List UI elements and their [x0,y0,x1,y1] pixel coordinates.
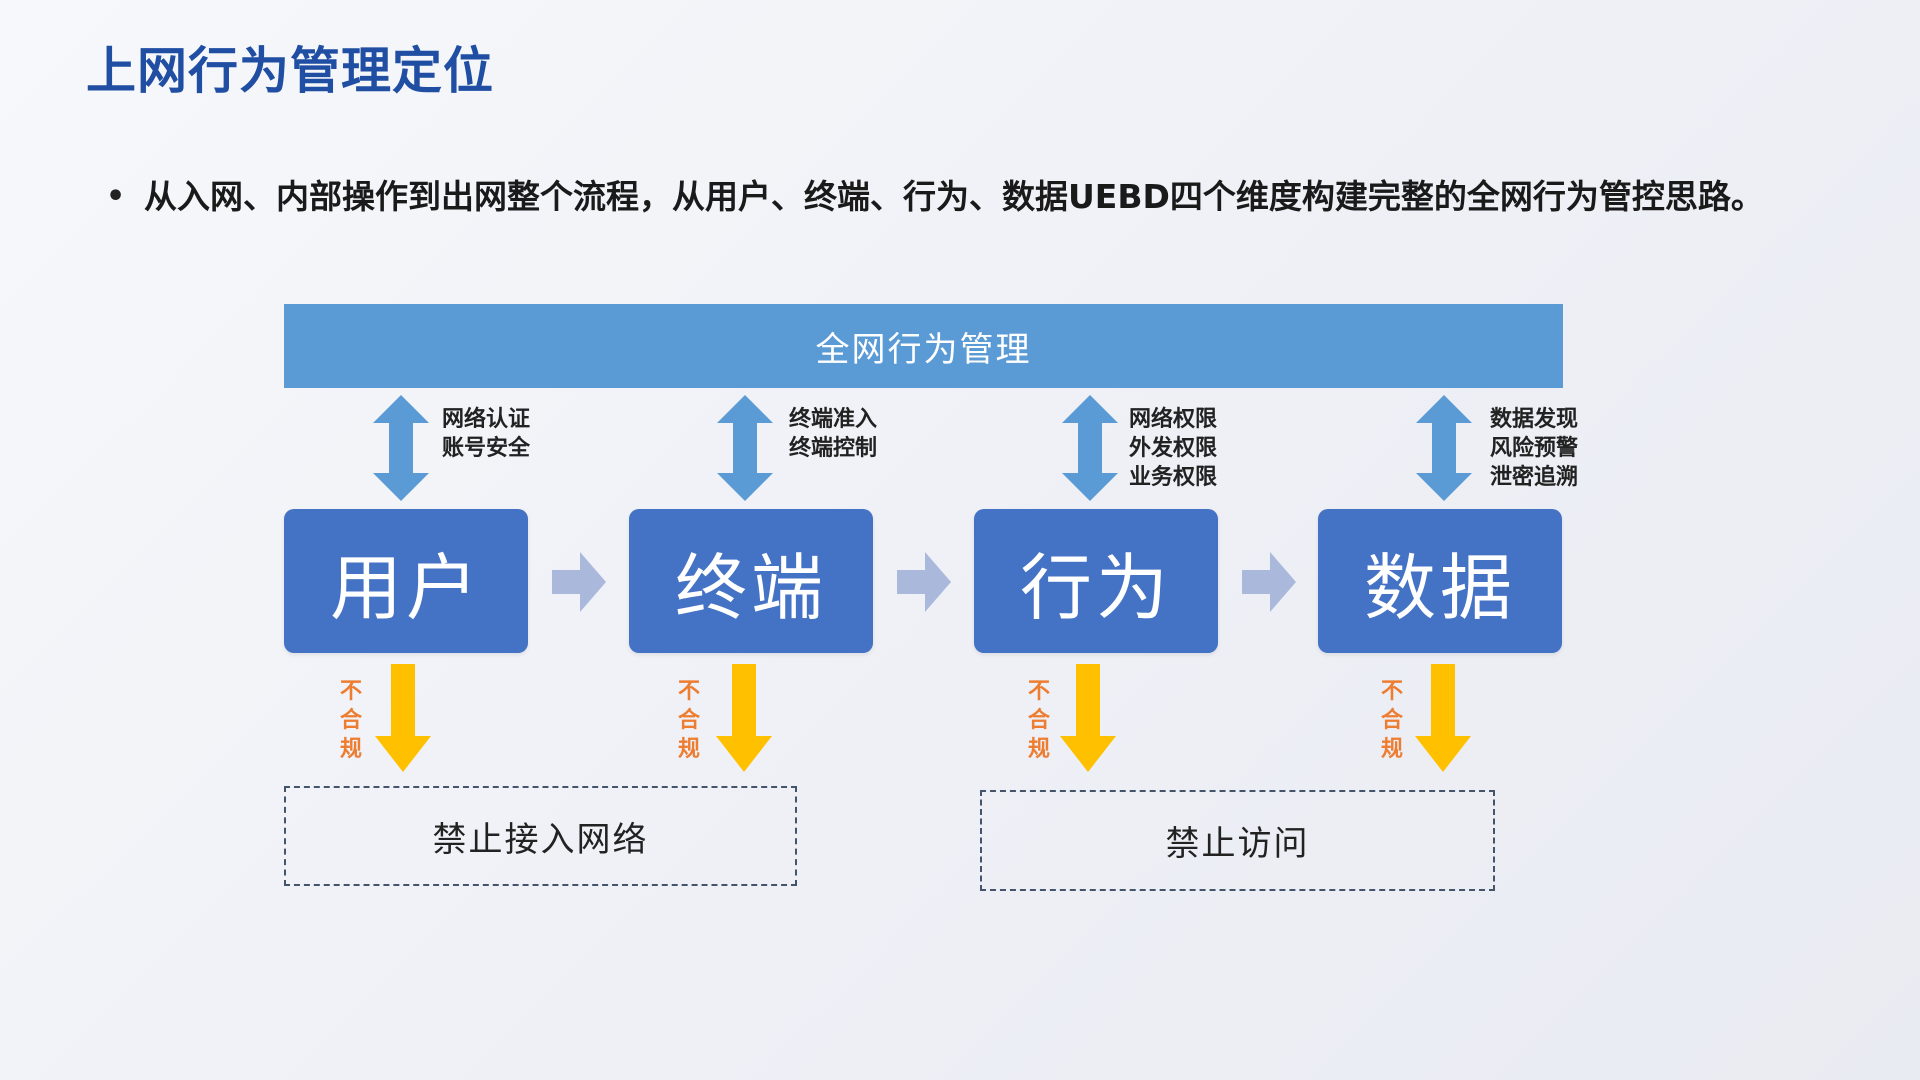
behavior-feature-list: 网络权限 外发权限 业务权限 [1129,405,1217,492]
noncompliant-label: 不 合 规 [1027,679,1050,762]
noncompliant-label: 不 合 规 [339,679,362,762]
right-arrow-icon [552,552,606,612]
double-arrow-icon [1416,395,1472,501]
double-arrow-icon [373,395,429,501]
outcome-block-network-access: 禁止接入网络 [284,786,797,886]
feature-item: 终端准入 [789,407,878,432]
down-arrow-icon [1060,664,1116,772]
down-arrow-icon [1415,664,1471,772]
feature-item: 终端控制 [789,436,878,461]
feature-item: 泄密追溯 [1490,465,1579,490]
feature-item: 账号安全 [442,436,531,461]
double-arrow-icon [717,395,773,501]
terminal-feature-list: 终端准入 终端控制 [789,405,877,463]
user-feature-list: 网络认证 账号安全 [442,405,530,463]
stage-data: 数据 [1318,509,1562,653]
feature-item: 外发权限 [1129,436,1218,461]
top-bar-global-behavior-management: 全网行为管理 [284,304,1563,388]
feature-item: 网络权限 [1129,407,1218,432]
right-arrow-icon [1242,552,1296,612]
bullet-item: • 从入网、内部操作到出网整个流程，从用户、终端、行为、数据UEBD四个维度构建… [106,176,1846,218]
feature-item: 风险预警 [1490,436,1579,461]
stage-terminal: 终端 [629,509,873,653]
feature-item: 业务权限 [1129,465,1218,490]
data-feature-list: 数据发现 风险预警 泄密追溯 [1490,405,1578,492]
bullet-dot-icon: • [106,179,126,214]
double-arrow-icon [1062,395,1118,501]
noncompliant-label: 不 合 规 [1380,679,1403,762]
feature-item: 数据发现 [1490,407,1579,432]
noncompliant-label: 不 合 规 [677,679,700,762]
down-arrow-icon [716,664,772,772]
bullet-text: 从入网、内部操作到出网整个流程，从用户、终端、行为、数据UEBD四个维度构建完整… [144,177,1764,216]
down-arrow-icon [375,664,431,772]
stage-behavior: 行为 [974,509,1218,653]
outcome-deny-access: 禁止访问 [980,790,1495,891]
stage-user: 用户 [284,509,528,653]
right-arrow-icon [897,552,951,612]
feature-item: 网络认证 [442,407,531,432]
slide-title: 上网行为管理定位 [86,42,494,100]
